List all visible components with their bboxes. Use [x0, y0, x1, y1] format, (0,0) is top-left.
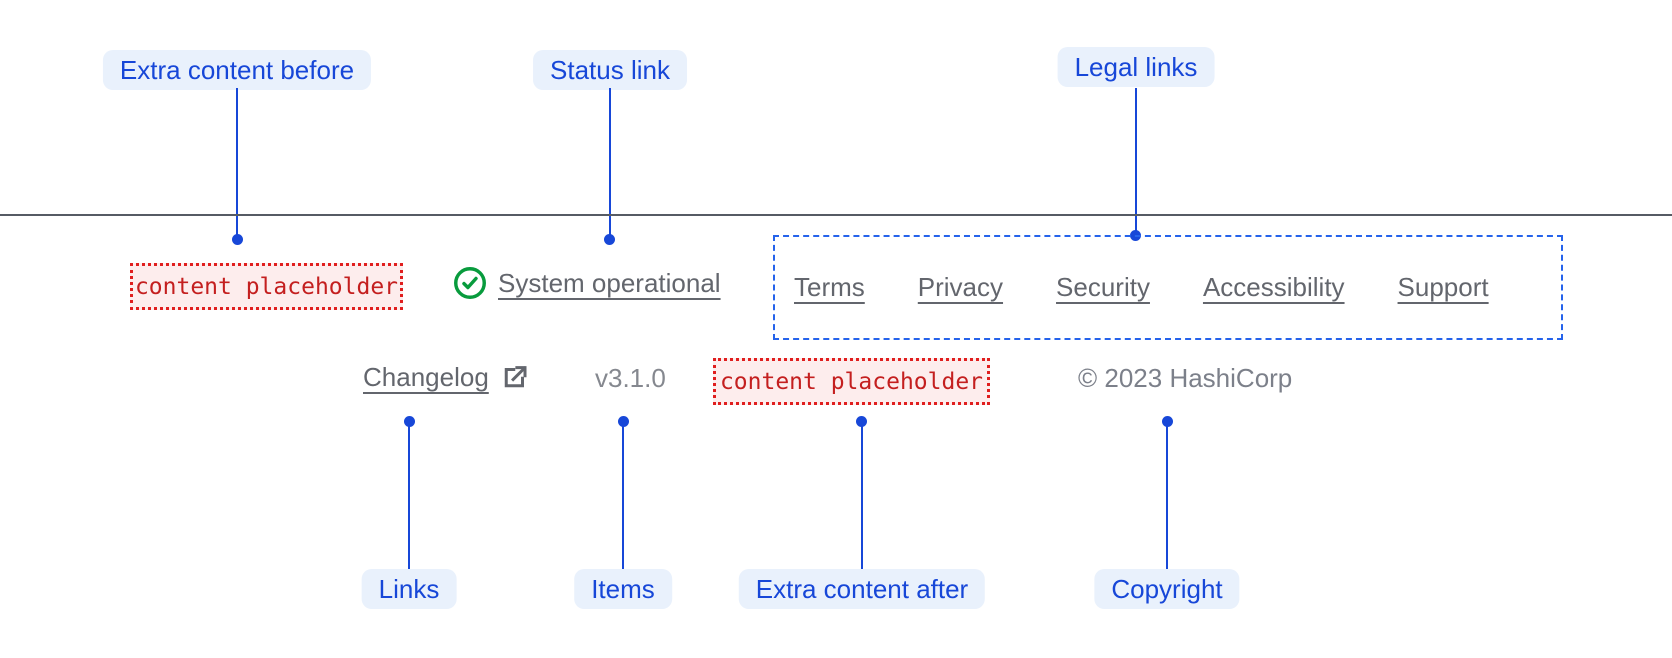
footer-top-divider	[0, 214, 1672, 216]
changelog-link[interactable]: Changelog	[363, 362, 489, 392]
connector-dot-status-link	[604, 234, 615, 245]
annotation-label-items: Items	[574, 569, 672, 609]
connector-dot-extra-content-before	[232, 234, 243, 245]
extra-content-after-placeholder: content placeholder	[713, 358, 990, 405]
extra-content-before-placeholder: content placeholder	[130, 263, 403, 310]
annotation-label-status-link: Status link	[533, 50, 687, 90]
check-circle-icon	[452, 265, 488, 301]
legal-links-group: Terms Privacy Security Accessibility Sup…	[773, 235, 1563, 340]
legal-link-privacy[interactable]: Privacy	[917, 272, 1004, 302]
copyright-text: © 2023 HashiCorp	[1078, 363, 1293, 393]
connector-line-items	[622, 421, 624, 569]
annotation-label-links: Links	[361, 569, 457, 609]
connector-line-copyright	[1166, 421, 1168, 569]
connector-line-extra-content-before	[236, 88, 238, 239]
annotation-label-copyright: Copyright	[1094, 569, 1240, 609]
connector-line-legal-links	[1135, 88, 1137, 235]
changelog-link-group: Changelog	[363, 360, 530, 394]
connector-line-status-link	[609, 88, 611, 240]
connector-line-links	[408, 421, 410, 569]
legal-link-security[interactable]: Security	[1056, 272, 1150, 302]
annotation-label-extra-content-before: Extra content before	[102, 50, 372, 90]
annotation-label-extra-content-after: Extra content after	[738, 569, 986, 609]
legal-link-accessibility[interactable]: Accessibility	[1202, 272, 1345, 302]
annotation-label-legal-links: Legal links	[1057, 47, 1215, 87]
connector-line-extra-content-after	[861, 421, 863, 569]
legal-link-support[interactable]: Support	[1397, 272, 1489, 302]
version-text: v3.1.0	[595, 363, 666, 393]
external-link-icon	[500, 362, 530, 392]
status-link-group: System operational	[452, 265, 721, 301]
legal-link-terms[interactable]: Terms	[794, 272, 865, 302]
status-link[interactable]: System operational	[498, 268, 721, 298]
